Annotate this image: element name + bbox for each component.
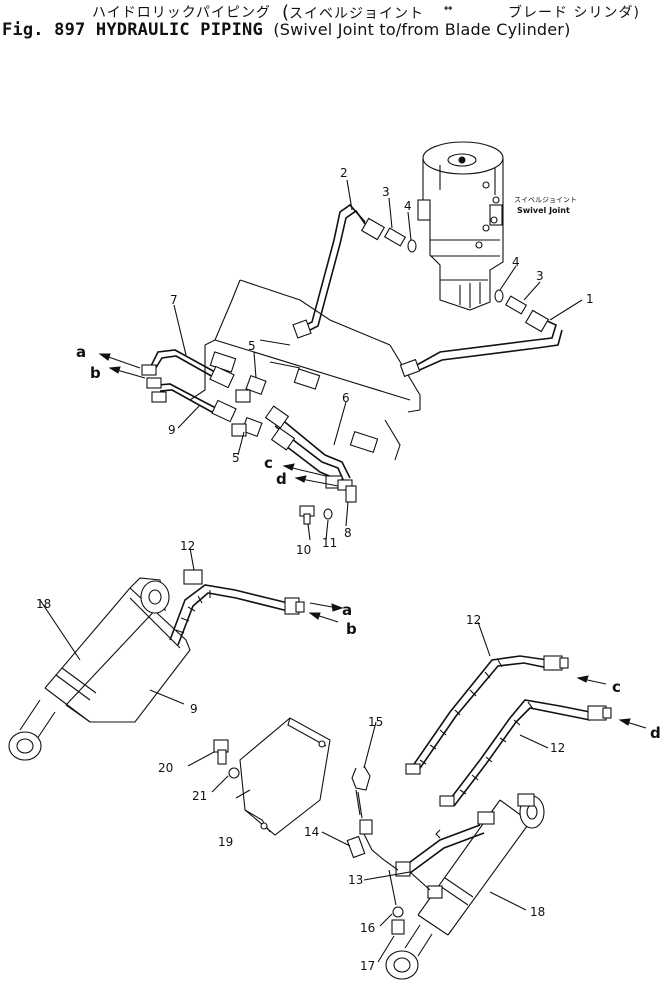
part-number-1: 1	[586, 292, 594, 306]
bracket-19	[239, 717, 331, 836]
header-japanese-subtitle: (スイベルジョイント	[282, 2, 424, 23]
letter-a-upper: a	[76, 343, 86, 361]
o-ring-4-right	[494, 289, 504, 303]
header-jp-blade-cylinder: ブレード シリンダ)	[508, 5, 640, 21]
part-number-15: 15	[368, 715, 383, 729]
clip-15	[351, 765, 371, 819]
arrow-d-lower	[618, 718, 647, 729]
part-number-18-left: 18	[36, 597, 51, 611]
blade-cylinder-left	[8, 569, 203, 761]
letter-a-lower: a	[342, 601, 352, 619]
swivel-joint-label-en: Swivel Joint	[517, 206, 570, 215]
pipe-7	[149, 349, 235, 389]
hose-12-right-c	[405, 655, 569, 775]
part-number-13: 13	[348, 873, 363, 887]
elbow-5-upper	[235, 374, 267, 403]
part-number-9-upper: 9	[168, 423, 176, 437]
part-number-7: 7	[170, 293, 178, 307]
washer-16	[392, 906, 404, 918]
washer-11	[323, 508, 333, 520]
letter-d-upper: d	[276, 470, 287, 488]
fig-label: Fig. 897	[2, 20, 86, 40]
tube-13	[395, 824, 485, 877]
part-number-8: 8	[344, 526, 352, 540]
hose-12-right-d	[439, 699, 612, 807]
ports-a-b	[141, 364, 167, 403]
fitting-3-right	[504, 295, 528, 315]
part-number-5-lower: 5	[232, 451, 240, 465]
letter-c-lower: c	[612, 678, 621, 696]
letter-d-lower: d	[650, 724, 661, 742]
part-number-20: 20	[158, 761, 173, 775]
arrow-d-upper	[294, 475, 339, 487]
part-number-4-right: 4	[512, 255, 520, 269]
letter-c-upper: c	[264, 454, 273, 472]
part-number-12-right-d: 12	[550, 741, 565, 755]
page-subtitle: (Swivel Joint to/from Blade Cylinder)	[273, 20, 571, 39]
part-number-labels: 1 2 3 3 4 4 5 5 6 7 8 9 9 10 11 12 12 12…	[36, 166, 594, 973]
part-number-12-left: 12	[180, 539, 195, 553]
swivel-joint	[417, 141, 504, 311]
arrow-b-upper	[108, 366, 146, 379]
part-number-2: 2	[340, 166, 348, 180]
arrow-c-lower	[576, 675, 607, 685]
pipe-1	[399, 309, 563, 378]
pipe-2	[292, 203, 386, 339]
header-jp-paren: (	[282, 2, 290, 23]
part-number-12-right-c: 12	[466, 613, 481, 627]
part-number-14: 14	[304, 825, 319, 839]
part-number-17: 17	[360, 959, 375, 973]
pipe-9	[157, 383, 237, 423]
part-number-4-left: 4	[404, 199, 412, 213]
bracket-8	[345, 485, 357, 503]
arrow-a-upper	[98, 353, 141, 369]
hose-12-left	[169, 584, 305, 646]
header-japanese-title: ハイドロリックパイピング	[92, 5, 272, 21]
arrow-b-lower	[308, 612, 339, 623]
part-number-21: 21	[192, 789, 207, 803]
part-number-5-upper: 5	[248, 339, 256, 353]
header-english-title: Fig. 897 HYDRAULIC PIPING (Swivel Joint …	[2, 20, 571, 40]
part-number-11: 11	[322, 536, 337, 550]
header-jp-swivel: スイベルジョイント	[289, 6, 425, 22]
letter-b-lower: b	[346, 620, 357, 638]
elbow-5-lower	[231, 416, 263, 438]
part-number-18-right: 18	[530, 905, 545, 919]
nut-17	[391, 919, 405, 935]
letter-b-upper: b	[90, 364, 101, 382]
part-number-16: 16	[360, 921, 375, 935]
part-number-6: 6	[342, 391, 350, 405]
part-number-9-lower: 9	[190, 702, 198, 716]
leader-lines	[39, 179, 583, 963]
arrow-a-lower	[309, 602, 344, 612]
header-jp-arrow: ↔	[444, 0, 453, 16]
bolt-20	[213, 739, 229, 765]
part-number-3-right: 3	[536, 269, 544, 283]
page-title: HYDRAULIC PIPING	[95, 20, 263, 40]
part-number-19: 19	[218, 835, 233, 849]
fitting-14	[346, 819, 399, 871]
part-number-10: 10	[296, 543, 311, 557]
connection-letter-labels: a b c d a b c d	[76, 343, 661, 742]
arrow-c-upper	[282, 463, 327, 477]
washer-21	[228, 767, 240, 779]
swivel-joint-label-jp: スイベルジョイント	[514, 196, 577, 204]
part-number-3-left: 3	[382, 185, 390, 199]
blade-cylinder-right	[385, 793, 545, 980]
bolt-10	[299, 505, 315, 525]
fitting-3-left	[383, 227, 407, 247]
o-ring-4-left	[407, 239, 417, 253]
pipe-6	[264, 405, 353, 491]
